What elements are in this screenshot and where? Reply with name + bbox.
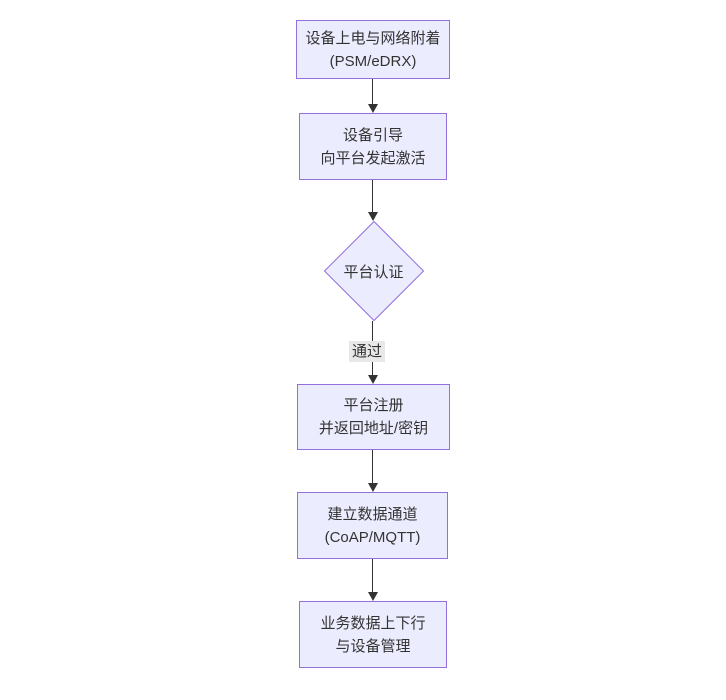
node-platform-auth: 平台认证 bbox=[322, 220, 425, 322]
node-platform-register: 平台注册 并返回地址/密钥 bbox=[297, 384, 450, 450]
arrowhead-icon bbox=[368, 212, 378, 221]
arrowhead-icon bbox=[368, 375, 378, 384]
arrowhead-icon bbox=[368, 104, 378, 113]
edge-channel-to-business bbox=[372, 559, 373, 594]
edge-label-pass: 通过 bbox=[349, 341, 386, 362]
arrowhead-icon bbox=[368, 592, 378, 601]
node-bootstrap: 设备引导 向平台发起激活 bbox=[299, 113, 447, 180]
node-text: 与设备管理 bbox=[335, 637, 411, 655]
node-text: 设备上电与网络附着 bbox=[305, 29, 441, 47]
node-text: 并返回地址/密钥 bbox=[318, 420, 429, 437]
node-text: 平台认证 bbox=[343, 263, 404, 281]
node-power-attach: 设备上电与网络附着 (PSM/eDRX) bbox=[296, 20, 450, 79]
arrowhead-icon bbox=[368, 483, 378, 492]
node-text: 平台注册 bbox=[343, 397, 404, 414]
node-text: 业务数据上下行 bbox=[320, 614, 426, 632]
node-text: (PSM/eDRX) bbox=[329, 52, 417, 70]
node-text: 建立数据通道 bbox=[327, 505, 418, 523]
edge-power-to-bootstrap bbox=[372, 79, 373, 106]
node-data-channel: 建立数据通道 (CoAP/MQTT) bbox=[297, 492, 448, 559]
node-text: (CoAP/MQTT) bbox=[324, 528, 421, 546]
node-text: 向平台发起激活 bbox=[320, 149, 426, 167]
node-business-data: 业务数据上下行 与设备管理 bbox=[299, 601, 447, 668]
edge-bootstrap-to-auth bbox=[372, 180, 373, 214]
edge-register-to-channel bbox=[372, 450, 373, 485]
node-text: 设备引导 bbox=[342, 126, 403, 144]
